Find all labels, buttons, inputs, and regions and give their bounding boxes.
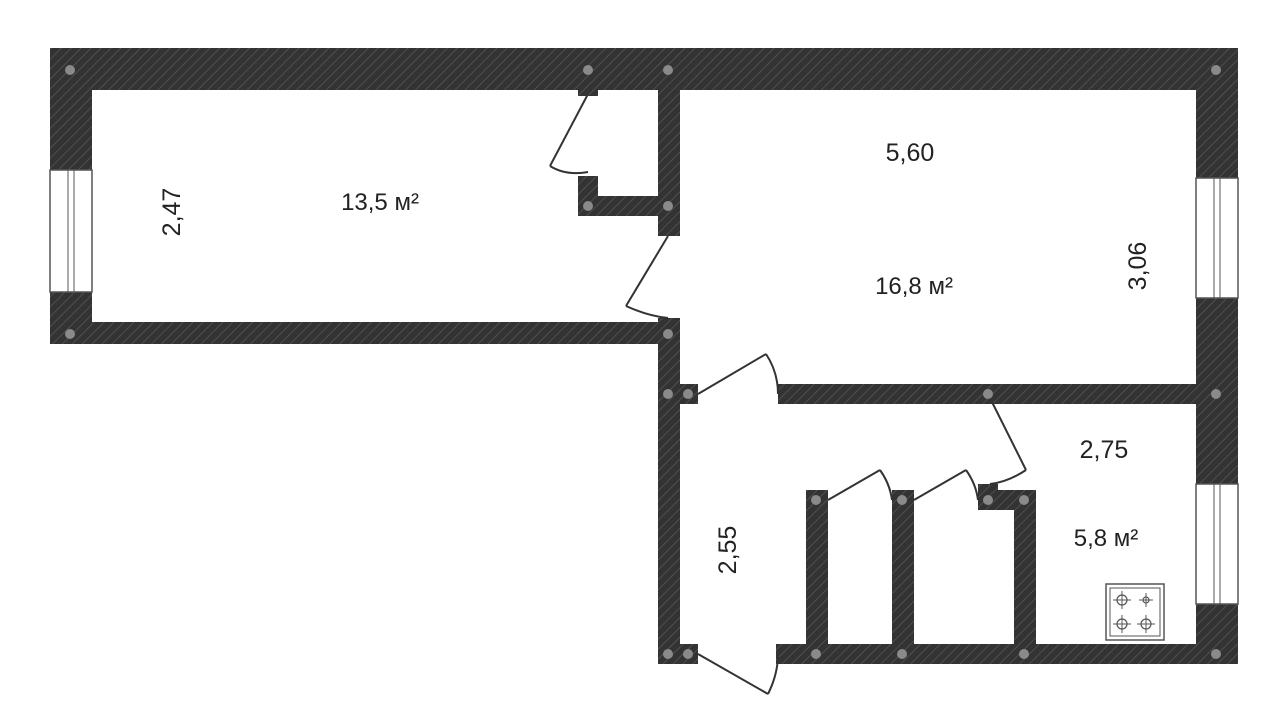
wall-joints bbox=[65, 65, 1221, 659]
dimension-label-right-room-width: 5,60 bbox=[886, 139, 935, 167]
dimension-label-right-room-height: 3,06 bbox=[1124, 242, 1152, 291]
doors bbox=[549, 93, 1027, 695]
dimension-label-left-room-height: 2,47 bbox=[158, 188, 186, 237]
door-swing-icon bbox=[827, 469, 893, 501]
wall-left-room-bottom bbox=[50, 322, 680, 344]
door-swing-icon bbox=[697, 353, 779, 395]
wall-top bbox=[50, 48, 1238, 90]
labels: 2,47 13,5 м² 5,60 3,06 16,8 м² 2,75 5,8 … bbox=[158, 139, 1152, 574]
wall-closet-horizontal bbox=[578, 196, 680, 216]
wall-bath-2 bbox=[892, 490, 914, 654]
door-swing-icon bbox=[625, 235, 669, 319]
door-swing-icon bbox=[549, 93, 589, 175]
window-icon bbox=[1195, 177, 1239, 299]
dimension-label-kitchen-width: 2,75 bbox=[1080, 436, 1129, 464]
door-swing-icon bbox=[913, 469, 979, 501]
wall-partition-lower bbox=[658, 318, 680, 664]
area-label-right-room: 16,8 м² bbox=[875, 273, 953, 300]
window-icon bbox=[49, 169, 93, 293]
wall-closet-stub bbox=[578, 90, 598, 96]
area-label-kitchen: 5,8 м² bbox=[1074, 525, 1139, 552]
walls bbox=[50, 48, 1238, 664]
door-swing-icon bbox=[987, 393, 1027, 485]
wall-middle bbox=[778, 384, 1238, 404]
windows bbox=[49, 169, 1239, 605]
area-label-left-room: 13,5 м² bbox=[341, 189, 419, 216]
dimension-label-hallway-height: 2,55 bbox=[714, 526, 742, 575]
wall-bath-3 bbox=[1014, 490, 1036, 654]
wall-bottom-main bbox=[776, 644, 1238, 664]
door-swing-icon bbox=[697, 653, 779, 695]
stove-icon bbox=[1105, 583, 1165, 641]
wall-bath-1 bbox=[806, 490, 828, 654]
window-icon bbox=[1195, 483, 1239, 605]
